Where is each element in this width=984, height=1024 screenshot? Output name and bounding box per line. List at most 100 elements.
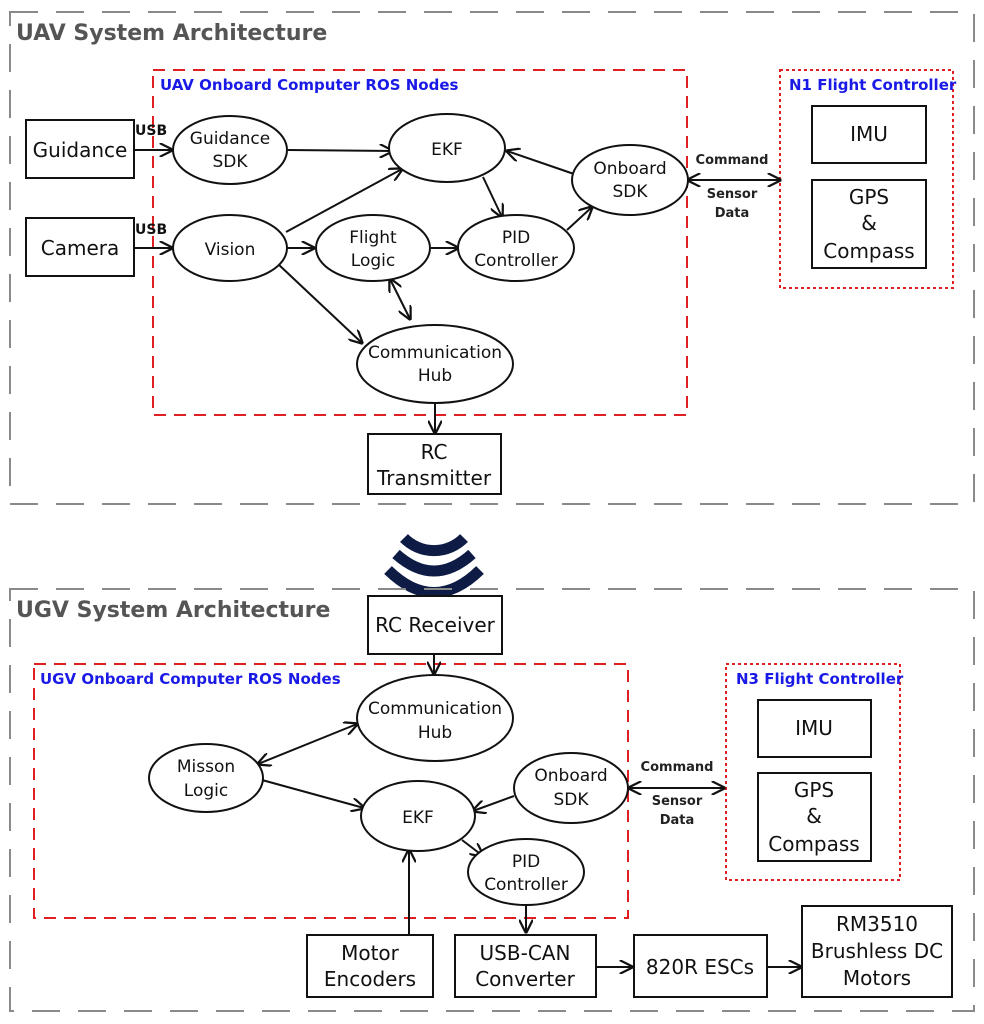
ugv-gps-label-2: & bbox=[806, 804, 822, 828]
ugv-imu-label: IMU bbox=[795, 716, 833, 740]
usb-label-camera: USB bbox=[135, 222, 167, 238]
uav-sensor-label-2: Data bbox=[715, 206, 750, 221]
ugv-fc-group-title: N3 Flight Controller bbox=[736, 670, 904, 688]
ugv-pid-label-1: PID bbox=[512, 852, 540, 872]
guidance-box bbox=[25, 119, 135, 179]
uav-section-title: UAV System Architecture bbox=[16, 21, 327, 46]
ugv-sensor-label-2: Data bbox=[660, 813, 695, 828]
ugv-comm-hub-node bbox=[356, 674, 514, 762]
ugv-comm-hub-label-1: Communication bbox=[368, 699, 502, 719]
usb-can-label-2: Converter bbox=[475, 967, 575, 991]
camera-box bbox=[25, 217, 135, 277]
motors-label-2: Brushless DC bbox=[811, 939, 943, 963]
ugv-command-label: Command bbox=[641, 760, 714, 775]
mission-logic-label-2: Logic bbox=[184, 781, 228, 801]
wireless-signal-icon bbox=[384, 533, 484, 598]
uav-imu-label: IMU bbox=[850, 122, 888, 146]
uav-pid-label-1: PID bbox=[502, 228, 530, 248]
uav-ros-group-title: UAV Onboard Computer ROS Nodes bbox=[160, 76, 459, 94]
edge-ekf-to-pid bbox=[482, 176, 502, 217]
ugv-gps-label-3: Compass bbox=[768, 832, 859, 856]
uav-onboard-sdk-node bbox=[571, 144, 689, 216]
motors-label-1: RM3510 bbox=[836, 912, 918, 936]
uav-title-bg bbox=[12, 14, 312, 50]
edge-onboardsdk-to-ekf bbox=[507, 151, 575, 175]
edge-onboardsdk-to-ekf bbox=[473, 795, 515, 811]
guidance-label: Guidance bbox=[33, 138, 128, 162]
uav-ros-group bbox=[152, 69, 688, 416]
ugv-comm-hub-label-2: Hub bbox=[418, 723, 452, 743]
vision-label: Vision bbox=[205, 240, 256, 260]
ugv-gps-box bbox=[757, 772, 872, 862]
guidance-sdk-label-2: SDK bbox=[212, 152, 248, 172]
ugv-imu-box bbox=[757, 699, 872, 758]
ugv-title-bg bbox=[12, 594, 322, 626]
flight-logic-label-2: Logic bbox=[351, 251, 395, 271]
ugv-ekf-node bbox=[360, 780, 476, 852]
motor-encoders-label-2: Encoders bbox=[324, 967, 416, 991]
escs-label: 820R ESCs bbox=[646, 955, 754, 979]
uav-gps-label-2: & bbox=[861, 211, 877, 235]
uav-comm-hub-label-1: Communication bbox=[368, 343, 502, 363]
mission-logic-node bbox=[148, 743, 264, 813]
edge-mission-to-ekf bbox=[261, 779, 364, 808]
guidance-sdk-node bbox=[172, 115, 288, 185]
uav-pid-node bbox=[457, 214, 575, 282]
flight-logic-node bbox=[315, 214, 431, 282]
rc-receiver-label: RC Receiver bbox=[375, 613, 496, 637]
uav-fc-group-title: N1 Flight Controller bbox=[789, 76, 957, 94]
ugv-section-title: UGV System Architecture bbox=[16, 598, 330, 623]
rc-transmitter-label-1: RC bbox=[421, 440, 448, 464]
ugv-onboard-sdk-label-1: Onboard bbox=[534, 766, 607, 786]
motor-encoders-box bbox=[306, 934, 434, 998]
ugv-onboard-sdk-label-2: SDK bbox=[553, 790, 589, 810]
usb-can-label-1: USB-CAN bbox=[480, 941, 571, 965]
ugv-ros-group-title: UGV Onboard Computer ROS Nodes bbox=[40, 670, 341, 688]
edge-pid-to-onboardsdk bbox=[566, 207, 592, 231]
camera-label: Camera bbox=[41, 236, 120, 260]
rc-receiver-box bbox=[367, 595, 503, 655]
usb-can-box bbox=[454, 934, 597, 998]
edge-vision-to-ekf bbox=[285, 169, 402, 233]
ugv-edges bbox=[258, 654, 801, 967]
motor-encoders-label-1: Motor bbox=[341, 941, 400, 965]
uav-imu-box bbox=[811, 105, 927, 164]
uav-pid-label-2: Controller bbox=[474, 251, 558, 271]
guidance-sdk-label-1: Guidance bbox=[190, 129, 270, 149]
rc-transmitter-label-2: Transmitter bbox=[376, 466, 492, 490]
edge-sdk-to-ekf bbox=[287, 150, 392, 151]
uav-gps-label-3: Compass bbox=[823, 239, 914, 263]
flight-logic-label-1: Flight bbox=[349, 228, 397, 248]
uav-section-frame bbox=[9, 11, 975, 505]
usb-label-guidance: USB bbox=[135, 123, 167, 139]
edge-vision-to-commhub bbox=[277, 263, 362, 343]
uav-sensor-label-1: Sensor bbox=[707, 187, 758, 202]
ugv-pid-node bbox=[467, 838, 585, 906]
uav-ekf-label: EKF bbox=[431, 140, 463, 160]
uav-ekf-node bbox=[388, 113, 506, 183]
uav-command-label: Command bbox=[696, 153, 769, 168]
edge-mission-commhub bbox=[258, 724, 357, 764]
edge-flightlogic-commhub bbox=[390, 279, 410, 319]
vision-node bbox=[172, 214, 288, 282]
uav-comm-hub-label-2: Hub bbox=[418, 366, 452, 386]
uav-edges bbox=[135, 150, 780, 433]
uav-gps-label-1: GPS bbox=[849, 185, 889, 209]
mission-logic-label-1: Misson bbox=[177, 757, 235, 777]
motors-label-3: Motors bbox=[843, 966, 911, 990]
ugv-onboard-sdk-node bbox=[513, 752, 629, 824]
ugv-pid-label-2: Controller bbox=[484, 875, 568, 895]
rc-transmitter-box bbox=[367, 433, 502, 495]
ugv-gps-label-1: GPS bbox=[794, 778, 834, 802]
motors-box bbox=[801, 905, 953, 998]
uav-gps-box bbox=[811, 179, 927, 269]
ugv-section-frame bbox=[9, 588, 975, 1012]
uav-onboard-sdk-label-2: SDK bbox=[612, 182, 648, 202]
escs-box bbox=[633, 934, 768, 998]
ugv-sensor-label-1: Sensor bbox=[652, 794, 703, 809]
ugv-ekf-label: EKF bbox=[402, 808, 434, 828]
ugv-fc-group bbox=[725, 663, 901, 881]
uav-comm-hub-node bbox=[356, 324, 514, 404]
uav-onboard-sdk-label-1: Onboard bbox=[593, 159, 666, 179]
